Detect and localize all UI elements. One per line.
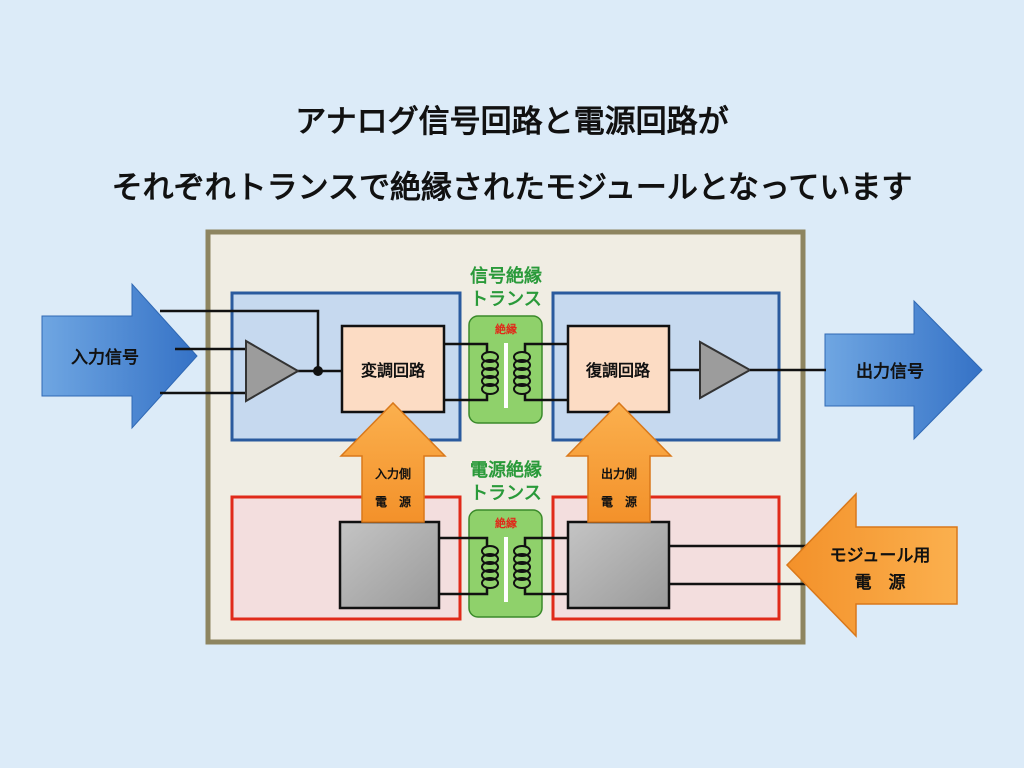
signal-transformer-wires [444, 342, 568, 402]
power-secondary-coil [513, 545, 531, 589]
coil-loop [481, 553, 499, 565]
input-amplifier [245, 339, 301, 403]
signal-primary-coil [481, 351, 499, 395]
output-signal-arrow [824, 299, 983, 441]
coil-loop [481, 545, 499, 557]
coil-loop [481, 383, 499, 395]
power-transformer-label-1: 電源絶縁 [470, 459, 542, 481]
signal-transformer-label-2: トランス [470, 289, 542, 310]
signal-secondary-coil [513, 351, 531, 395]
coil-loop [513, 383, 531, 395]
output-signal-label: 出力信号 [856, 361, 924, 382]
coil-loop [481, 577, 499, 589]
modulation-circuit-label: 変調回路 [361, 361, 426, 380]
input-power-converter [338, 520, 441, 610]
module-power-label-2: 電 源 [855, 572, 906, 593]
coil-loop [513, 375, 531, 387]
title-line-2: それぞれトランスで絶縁されたモジュールとなっています [111, 170, 913, 206]
coil-loop [481, 367, 499, 379]
signal-isolation-label: 絶縁 [495, 322, 517, 336]
power-isolation-label: 絶縁 [495, 516, 517, 530]
output-side-power-label-1: 出力側 [601, 466, 637, 481]
modulation-circuit-box [340, 324, 446, 414]
coil-loop [481, 561, 499, 573]
input-side-power-label-1: 入力側 [375, 466, 411, 481]
output-side-power-label-2: 電 源 [601, 494, 637, 509]
module-power-label-1: モジュール用 [830, 546, 931, 566]
input-side-power-label-2: 電 源 [375, 494, 411, 509]
coil-loop [513, 569, 531, 581]
module-power-arrow [785, 492, 958, 638]
input-signal-label: 入力信号 [71, 347, 139, 368]
coil-loop [481, 569, 499, 581]
output-side-power-arrow [565, 401, 673, 523]
coil-loop [513, 351, 531, 363]
coil-loop [513, 359, 531, 371]
signal-transformer-label-1: 信号絶縁 [470, 265, 542, 287]
junction-dot [313, 366, 323, 376]
demodulation-circuit-label: 復調回路 [585, 361, 651, 380]
module-power-wires [669, 544, 812, 586]
coil-loop [481, 375, 499, 387]
power-primary-coil [481, 545, 499, 589]
coil-loop [481, 359, 499, 371]
coil-loop [513, 561, 531, 573]
coil-loop [481, 351, 499, 363]
title-line-1: アナログ信号回路と電源回路が [295, 104, 729, 140]
coil-loop [513, 367, 531, 379]
power-transformer-label-2: トランス [470, 483, 542, 504]
power-transformer-wires [439, 536, 568, 596]
coil-loop [513, 577, 531, 589]
output-amplifier [699, 340, 753, 400]
coil-loop [513, 545, 531, 557]
coil-loop [513, 553, 531, 565]
output-power-converter [566, 520, 671, 610]
input-side-power-arrow [339, 401, 447, 523]
